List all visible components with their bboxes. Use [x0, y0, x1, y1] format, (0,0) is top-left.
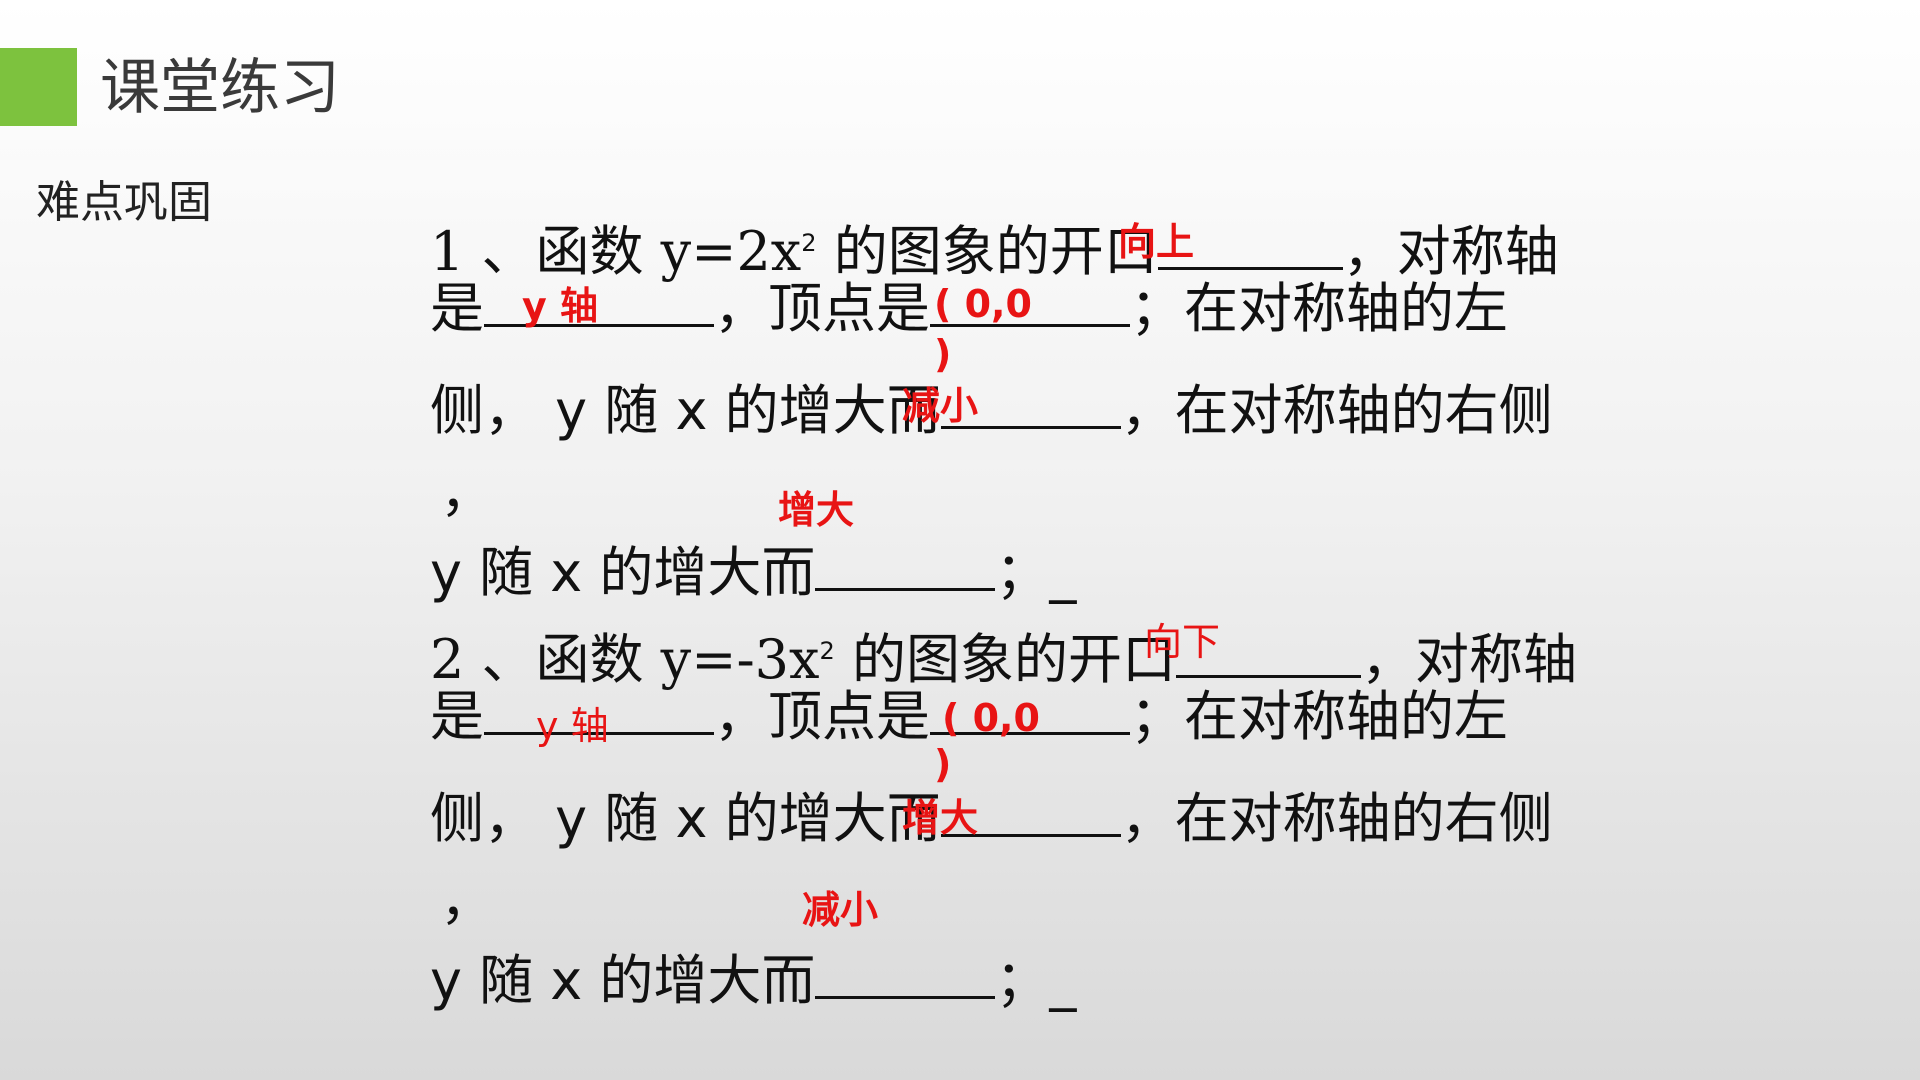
blank-opening	[1175, 627, 1361, 678]
blank-vertex	[930, 684, 1130, 735]
q1-line-1: 1 、函数 y=2x2 的图象的开口，对称轴	[430, 219, 1559, 283]
answer-q1-axis: y 轴	[522, 284, 599, 328]
q1-comma: ，	[440, 461, 494, 524]
q2-line-4: y 随 x 的增大而；_	[430, 948, 1077, 1012]
q1-line-2: 是，顶点是；在对称轴的左	[430, 276, 1508, 340]
answer-q2-opening: 向下	[1144, 620, 1221, 664]
answer-q2-right: 减小	[802, 888, 879, 932]
blank-left	[940, 378, 1121, 429]
answer-q2-left: 增大	[902, 796, 979, 840]
answer-q2-axis: y 轴	[536, 704, 609, 748]
blank-vertex	[930, 276, 1130, 327]
answer-q2-vertex-close: )	[934, 742, 952, 786]
blank-opening	[1157, 219, 1343, 270]
blank-right	[815, 540, 996, 591]
blank-right	[815, 948, 996, 999]
section-label: 难点巩固	[36, 177, 212, 228]
answer-q1-right: 增大	[778, 488, 855, 532]
answer-q1-vertex-close: )	[934, 332, 952, 376]
answer-q1-vertex: ( 0,0	[934, 282, 1032, 326]
q2-line-2: 是，顶点是；在对称轴的左	[430, 684, 1508, 748]
answer-q1-left: 减小	[902, 384, 979, 428]
q1-line-4: y 随 x 的增大而；_	[430, 540, 1077, 604]
blank-left	[940, 786, 1121, 837]
page-title: 课堂练习	[100, 53, 340, 123]
q1-line-3: 侧， y 随 x 的增大而，在对称轴的右侧	[430, 378, 1553, 442]
blank-axis	[484, 684, 714, 735]
answer-q2-vertex: ( 0,0	[942, 696, 1040, 740]
blank-axis	[484, 276, 714, 327]
q2-comma: ，	[440, 869, 494, 932]
accent-bar	[0, 48, 77, 126]
q2-line-1: 2 、函数 y=-3x2 的图象的开口，对称轴	[430, 627, 1577, 691]
q2-line-3: 侧， y 随 x 的增大而，在对称轴的右侧	[430, 786, 1553, 850]
answer-q1-opening: 向上	[1118, 220, 1195, 264]
